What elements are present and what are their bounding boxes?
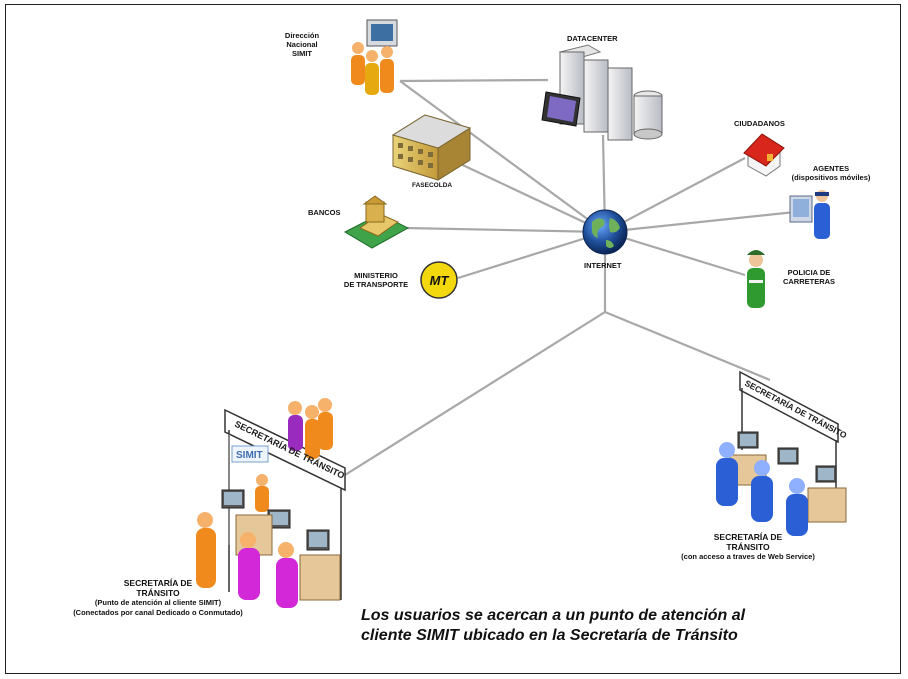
link-direccion (399, 80, 606, 233)
secretaria-right-label: SECRETARÍA DE TRÁNSITO (con acceso a tra… (656, 532, 840, 562)
direccion-label-line3: SIMIT (292, 49, 312, 58)
ministerio-logo-icon: MT (420, 261, 458, 299)
datacenter-icon (541, 44, 663, 141)
bancos-bank-icon (343, 195, 410, 249)
left-booth-staff (221, 474, 341, 601)
diagram-caption: Los usuarios se acercan a un punto de at… (361, 606, 881, 646)
link-fasecolda (451, 159, 606, 233)
ciudadanos-label: CIUDADANOS (734, 119, 785, 128)
link-secretaria-right (604, 310, 771, 382)
link-secretaria-left (344, 311, 606, 476)
link-ministerio (457, 230, 606, 280)
ministerio-label-line1: MINISTERIO (354, 271, 398, 280)
ciudadanos-house-icon (743, 133, 785, 177)
secretaria-left-label: SECRETARÍA DE TRÁNSITO (Punto de atenció… (42, 578, 274, 618)
internet-globe-icon (582, 209, 628, 255)
link-direccion-datacenter (399, 78, 549, 83)
policia-label: POLICIA DE CARRETERAS (776, 268, 842, 286)
agentes-label: AGENTES (dispositivos móviles) (788, 164, 874, 182)
agentes-officer-icon (789, 190, 830, 239)
secretaria-left-line4: (Conectados por canal Dedicado o Conmuta… (73, 608, 243, 617)
fasecolda-label: FASECOLDA (412, 182, 453, 189)
link-ciudadanos (604, 157, 746, 233)
left-simit-sign: SIMIT (236, 450, 263, 461)
secretaria-right-line1: SECRETARÍA DE (713, 532, 783, 542)
mintransporte-logo-text: MT (430, 273, 450, 288)
datacenter-label: DATACENTER (567, 34, 618, 43)
secretaria-left-booth: SECRETARÍA DE TRÁNSITO SIMIT (196, 398, 346, 608)
caption-line2: cliente SIMIT ubicado en la Secretaría d… (361, 627, 738, 644)
policia-officer-icon (747, 250, 765, 308)
policia-label-line1: POLICIA DE (787, 268, 831, 277)
bancos-label: BANCOS (308, 208, 341, 217)
direccion-people-icon (351, 19, 398, 95)
agentes-label-line1: AGENTES (812, 164, 850, 173)
link-bancos (404, 226, 606, 234)
link-agentes (604, 210, 796, 234)
policia-label-line2: CARRETERAS (782, 277, 836, 286)
secretaria-left-line1: SECRETARÍA DE (123, 578, 193, 588)
secretaria-right-booth: SECRETARÍA DE TRÁNSITO (716, 370, 849, 536)
ministerio-label-line2: DE TRANSPORTE (343, 280, 409, 289)
secretaria-left-line3: (Punto de atención al cliente SIMIT) (94, 598, 222, 607)
diagram-frame (5, 4, 901, 674)
fasecolda-building-icon (391, 114, 472, 181)
left-booth-customers (196, 398, 333, 608)
ministerio-label: MINISTERIO DE TRANSPORTE (338, 271, 414, 289)
direccion-label-line1: Dirección (284, 31, 320, 40)
internet-label: INTERNET (584, 261, 622, 270)
direccion-label-line2: Nacional (286, 40, 318, 49)
secretaria-right-line2: TRÁNSITO (726, 542, 770, 552)
secretaria-left-line2: TRÁNSITO (136, 588, 180, 598)
secretaria-right-line3: (con acceso a traves de Web Service) (681, 552, 815, 561)
link-policia (604, 230, 746, 277)
direccion-label: Dirección Nacional SIMIT (272, 31, 332, 58)
right-banner-text: SECRETARÍA DE TRÁNSITO (743, 378, 849, 441)
agentes-label-line2: (dispositivos móviles) (791, 173, 871, 182)
caption-line1: Los usuarios se acercan a un punto de at… (361, 607, 746, 624)
right-booth-users (716, 442, 808, 536)
